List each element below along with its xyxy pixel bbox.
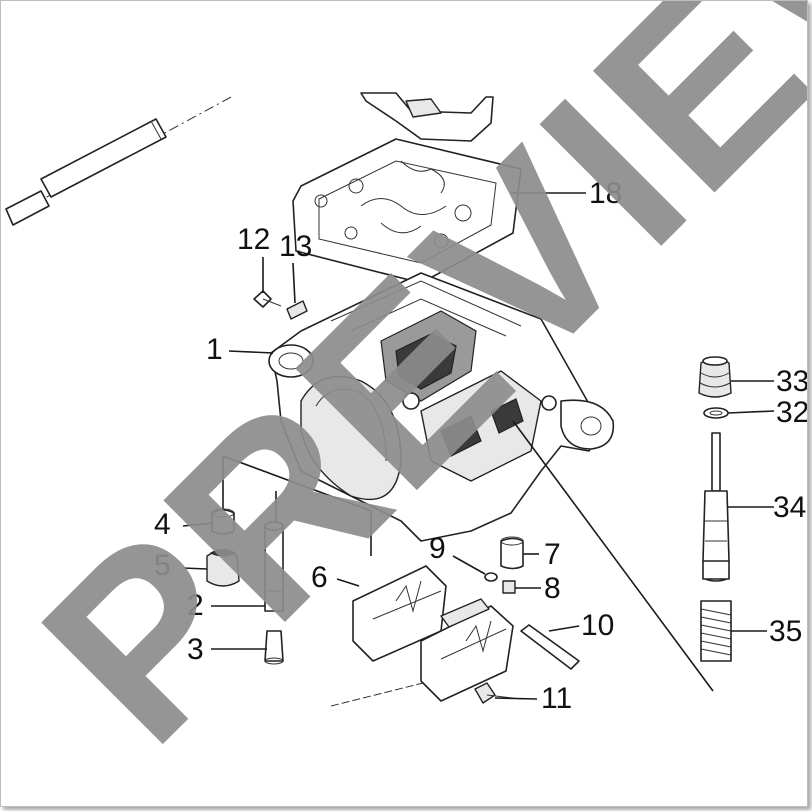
top-cover-part [360,92,494,142]
callout-4: 4 [154,508,171,541]
callout-11: 11 [541,682,572,715]
nut-part-8 [502,580,516,594]
assembly-lines [222,455,432,707]
bolt-13 [286,300,308,320]
callout-35: 35 [769,615,802,648]
callout-34: 34 [773,491,806,524]
callout-9: 9 [429,532,446,565]
rocker-part-6 [352,565,514,702]
sleeve-part-4 [211,508,235,535]
pin-part-2 [264,521,284,612]
callout-2: 2 [187,589,204,622]
callout-8: 8 [544,572,561,605]
top-left-rod [5,96,232,226]
callout-10: 10 [581,609,614,642]
callout-32: 32 [776,396,807,429]
spring-part-35 [700,600,732,662]
spring-cap-part-33 [698,356,732,398]
gasket-part-18 [292,138,522,284]
callout-18: 18 [589,177,622,210]
screw-part-3 [264,630,284,665]
housing-part-1 [268,272,615,542]
pin-part-10 [520,624,580,670]
callout-7: 7 [544,538,561,571]
leader-diagonal [512,420,714,692]
valve-part-7 [500,536,524,570]
callout-labels: 1 2 3 4 5 6 7 8 9 10 11 12 13 18 32 33 3… [154,177,807,715]
valve-stem-part-34 [702,432,730,582]
callout-6: 6 [311,561,328,594]
leader-lines [182,192,775,700]
callout-5: 5 [154,549,171,582]
callout-13: 13 [279,230,312,263]
callout-12: 12 [237,223,270,256]
ring-part-32 [703,407,729,419]
callout-1: 1 [206,333,223,366]
bolt-part-11 [474,682,522,704]
cap-part-5 [206,548,240,587]
callout-33: 33 [776,365,807,398]
bolt-12 [253,290,282,308]
ring-part-9 [484,572,498,582]
callout-3: 3 [187,633,204,666]
